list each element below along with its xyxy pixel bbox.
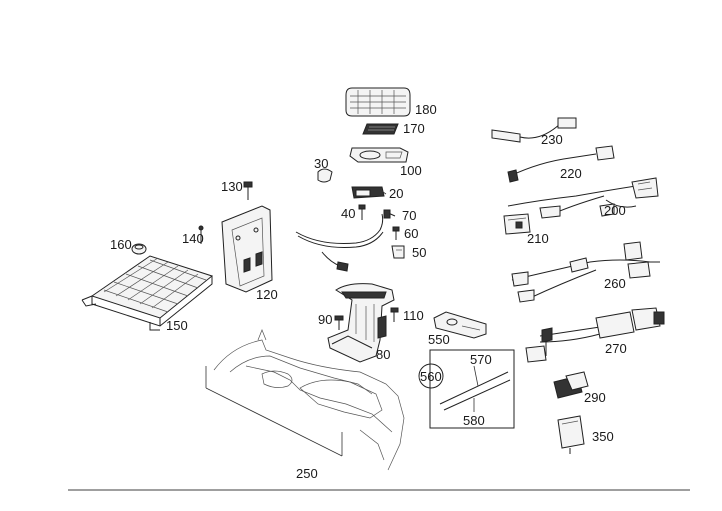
label-90: 90	[318, 312, 332, 327]
label-570: 570	[470, 352, 492, 367]
label-50: 50	[412, 245, 426, 260]
label-270: 270	[605, 341, 627, 356]
part-70-bolt	[383, 209, 396, 219]
part-270-harness	[525, 307, 665, 363]
label-580: 580	[463, 413, 485, 428]
part-150-tray-grid	[81, 255, 214, 331]
label-160: 160	[110, 237, 132, 252]
label-250: 250	[296, 466, 318, 481]
label-290: 290	[584, 390, 606, 405]
part-120-bracket	[221, 205, 273, 293]
part-560-box	[418, 349, 515, 429]
part-350-module	[557, 415, 585, 454]
label-130: 130	[221, 179, 243, 194]
part-260-harness	[511, 241, 660, 303]
part-30-clip	[317, 168, 333, 183]
part-20-module	[351, 186, 387, 199]
part-230-cable	[491, 117, 577, 143]
cable-harness-center	[295, 213, 384, 272]
label-210: 210	[527, 231, 549, 246]
part-160-grommet	[131, 243, 147, 255]
part-290-module	[553, 371, 589, 399]
part-90-screw	[334, 315, 344, 330]
label-80: 80	[376, 347, 390, 362]
label-260: 260	[604, 276, 626, 291]
part-170-mat	[362, 123, 399, 135]
label-20: 20	[389, 186, 403, 201]
label-560: 560	[420, 369, 442, 384]
label-120: 120	[256, 287, 278, 302]
part-200-harness	[507, 177, 659, 219]
part-180-cover	[345, 87, 411, 117]
label-170: 170	[403, 121, 425, 136]
label-110: 110	[403, 308, 424, 323]
label-140: 140	[182, 231, 204, 246]
part-250-console	[205, 329, 405, 471]
label-70: 70	[402, 208, 416, 223]
part-100-tray	[349, 147, 409, 163]
label-150: 150	[166, 318, 188, 333]
label-350: 350	[592, 429, 614, 444]
part-140-pin	[198, 225, 204, 244]
label-550: 550	[428, 332, 450, 347]
label-180: 180	[415, 102, 437, 117]
part-210-connector	[503, 213, 531, 235]
part-110-screw	[390, 307, 399, 322]
label-60: 60	[404, 226, 418, 241]
label-200: 200	[604, 203, 626, 218]
part-550-cover	[433, 311, 487, 339]
part-80-holder	[327, 283, 395, 363]
part-50-bracket	[391, 245, 405, 259]
label-100: 100	[400, 163, 422, 178]
label-40: 40	[341, 206, 355, 221]
label-30: 30	[314, 156, 328, 171]
part-60-screw	[392, 226, 400, 240]
label-220: 220	[560, 166, 582, 181]
part-130-screw	[243, 181, 253, 200]
label-230: 230	[541, 132, 563, 147]
part-40-screw	[358, 204, 366, 220]
part-220-cable	[507, 145, 615, 183]
